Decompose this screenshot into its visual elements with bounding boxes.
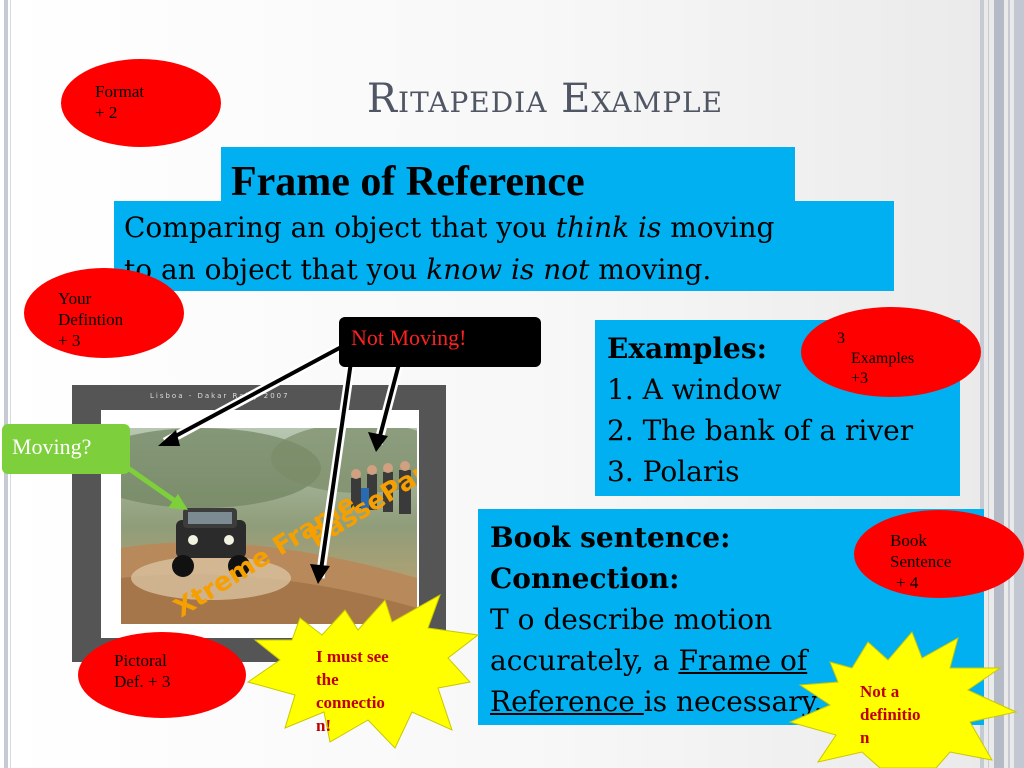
oval-text: Defintion [58, 310, 124, 329]
burst-line: n [860, 728, 870, 747]
not-definition-burst-text: Not a definitio n [860, 680, 920, 749]
definition-box: Comparing an object that you think is mo… [114, 201, 894, 291]
oval-text: Format [95, 82, 145, 101]
book-sentence-score-oval: Book Sentence + 4 [854, 510, 1024, 598]
oval-text: Def. + 3 [114, 672, 171, 691]
oval-text: + 3 [58, 331, 81, 350]
connection-heading: Connection: [490, 562, 680, 595]
burst-line: I must see [316, 647, 389, 666]
not-moving-label: Not Moving! [339, 317, 541, 367]
slide-title: Ritapedia Example [366, 76, 724, 122]
burst-line: the [316, 670, 339, 689]
oval-text: +3 [851, 370, 869, 387]
photo-caption: Lisboa - Dakar Rally 2007 [150, 392, 290, 400]
arrow-head-icon [310, 564, 330, 584]
examples-score-oval: 3 Examples +3 [801, 307, 981, 397]
left-edge-bar [4, 0, 8, 768]
oval-text: Examples [851, 350, 915, 367]
burst-line: connectio [316, 693, 385, 712]
green-arrow-head-icon [168, 494, 188, 510]
left-edge-line [10, 0, 11, 768]
example-item: 3. Polaris [607, 455, 740, 488]
example-item: 2. The bank of a river [607, 414, 914, 447]
definition-line-2: to an object that you know is not moving… [124, 253, 712, 286]
oval-text: Your [58, 289, 92, 308]
format-score-oval: Format + 2 [61, 59, 221, 147]
connection-burst [246, 593, 480, 749]
burst-line: definitio [860, 705, 921, 724]
term-heading: Frame of Reference [221, 147, 795, 207]
oval-text: + 4 [896, 573, 919, 592]
oval-text: 3 [837, 330, 845, 347]
arrow-head-icon [158, 430, 180, 446]
oval-text: Sentence [890, 552, 952, 571]
burst-line: n! [316, 716, 332, 735]
book-sentence-line-1: T o describe motion [490, 603, 773, 636]
moving-label: Moving? [2, 424, 130, 474]
arrow-head-icon [368, 432, 388, 452]
definition-line-1: Comparing an object that you think is mo… [124, 211, 775, 244]
right-edge-bars [976, 0, 1024, 768]
examples-heading: Examples: [607, 332, 767, 365]
example-item: 1. A window [607, 373, 782, 406]
jeep-shape [172, 508, 250, 577]
definition-score-oval: Your Defintion + 3 [24, 268, 184, 358]
examples-box: Examples: 1. A window 2. The bank of a r… [595, 320, 960, 496]
connection-burst-text: I must see the connectio n! [316, 645, 389, 737]
burst-line: Not a [860, 682, 900, 701]
oval-text: Book [890, 531, 927, 550]
book-sentence-heading: Book sentence: [490, 521, 731, 554]
not-definition-burst [788, 631, 1018, 768]
oval-text: + 2 [95, 103, 118, 122]
book-sentence-line-2: accurately, a Frame of [490, 644, 808, 677]
oval-text: Pictoral [114, 651, 167, 670]
book-sentence-line-3: Reference is necessary. [490, 685, 823, 718]
pictoral-score-oval: Pictoral Def. + 3 [78, 632, 246, 718]
